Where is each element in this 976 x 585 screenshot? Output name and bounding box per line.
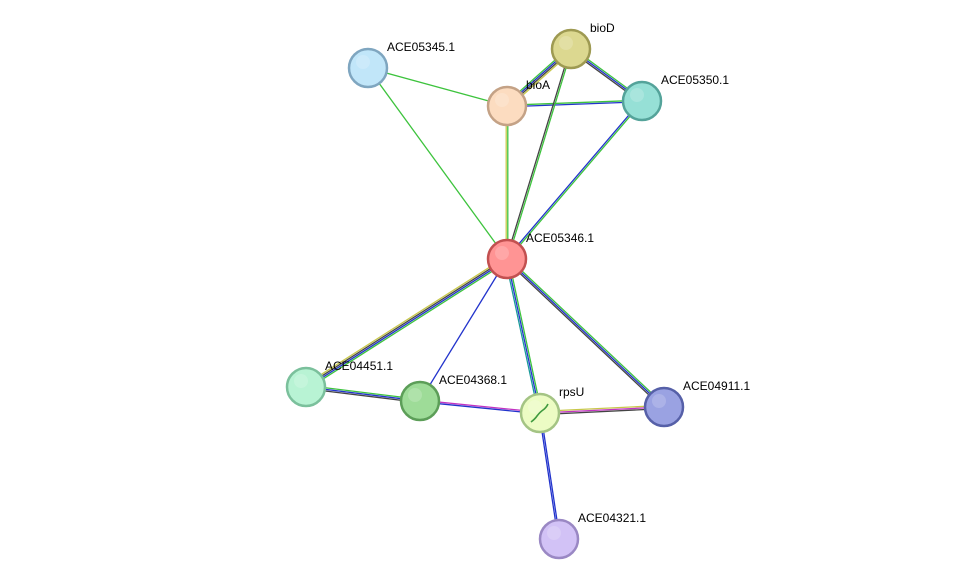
edge-ace05346-1-ace04451-1[interactable] xyxy=(304,256,509,390)
edge-evidence-line xyxy=(540,412,561,539)
edge-evidence-line xyxy=(506,258,541,414)
edge-evidence-line xyxy=(538,413,559,540)
edge-evidence-line xyxy=(539,406,665,414)
node-circle[interactable] xyxy=(538,518,580,560)
edge-evidence-line xyxy=(306,259,508,389)
edge-evidence-line xyxy=(507,257,666,407)
node-ace04451-1[interactable]: ACE04451.1 xyxy=(285,359,393,408)
edge-evidence-line xyxy=(506,99,642,106)
node-label: bioA xyxy=(526,78,550,92)
edge-evidence-line xyxy=(305,257,507,387)
node-circle[interactable] xyxy=(486,85,528,127)
edge-ace05345-1-bioa[interactable] xyxy=(367,67,508,107)
node-ace05350-1[interactable]: ACE05350.1 xyxy=(621,73,729,122)
node-label: ACE05350.1 xyxy=(661,73,729,87)
edge-evidence-line xyxy=(505,100,642,259)
node-label: ACE04451.1 xyxy=(325,359,393,373)
edge-evidence-line xyxy=(419,258,508,402)
protein-structure-icon xyxy=(530,403,549,423)
node-highlight xyxy=(630,88,644,102)
node-circle[interactable] xyxy=(285,366,327,408)
node-circle[interactable] xyxy=(399,380,441,422)
edge-evidence-line xyxy=(507,49,573,260)
edge-rpsu-ace04321-1[interactable] xyxy=(538,412,561,540)
node-rpsu[interactable]: rpsU xyxy=(519,385,584,434)
edge-evidence-line xyxy=(505,259,664,409)
node-label: ACE05346.1 xyxy=(526,231,594,245)
edge-rpsu-ace04911-1[interactable] xyxy=(539,404,665,416)
edge-evidence-line xyxy=(306,260,509,390)
node-ace04368-1[interactable]: ACE04368.1 xyxy=(399,373,507,422)
node-ace04911-1[interactable]: ACE04911.1 xyxy=(643,379,750,428)
node-bioa[interactable]: bioA xyxy=(486,78,550,127)
edge-ace05346-1-ace04368-1[interactable] xyxy=(419,258,508,402)
edge-ace05345-1-ace05346-1[interactable] xyxy=(367,67,508,260)
edge-evidence-line xyxy=(539,404,664,413)
node-circle[interactable] xyxy=(621,80,663,122)
edge-bioa-ace05350-1[interactable] xyxy=(506,99,643,108)
node-label: ACE04321.1 xyxy=(578,511,646,525)
nodes-layer: ACE05346.1 ACE05345.1 bioA bioD ACE05350.1AC… xyxy=(285,21,750,560)
node-highlight xyxy=(294,374,308,388)
node-highlight xyxy=(547,526,561,540)
node-highlight xyxy=(356,55,370,69)
node-highlight xyxy=(408,388,422,402)
node-label: ACE04911.1 xyxy=(683,379,750,393)
edge-evidence-line xyxy=(507,258,543,413)
edge-evidence-line xyxy=(304,256,507,386)
node-circle[interactable] xyxy=(486,238,528,280)
node-highlight xyxy=(495,93,509,107)
node-ace04321-1[interactable]: ACE04321.1 xyxy=(538,511,646,560)
edge-evidence-line xyxy=(507,101,643,108)
edge-evidence-line xyxy=(504,259,540,414)
node-circle[interactable] xyxy=(347,47,389,89)
node-highlight xyxy=(495,246,509,260)
edge-evidence-line xyxy=(540,407,665,416)
node-circle[interactable] xyxy=(643,386,685,428)
node-label: rpsU xyxy=(559,385,584,399)
edge-evidence-line xyxy=(367,67,508,107)
edge-biod-ace05346-1[interactable] xyxy=(505,48,573,260)
node-circle[interactable] xyxy=(550,28,592,70)
node-highlight xyxy=(559,36,573,50)
edge-ace05346-1-rpsu[interactable] xyxy=(504,258,543,414)
edge-ace05346-1-ace04911-1[interactable] xyxy=(505,257,666,409)
node-ace05346-1[interactable]: ACE05346.1 xyxy=(486,231,594,280)
edges-layer xyxy=(304,46,666,540)
edge-evidence-line xyxy=(506,258,665,408)
edge-evidence-line xyxy=(367,67,508,260)
edge-bioa-ace05346-1[interactable] xyxy=(505,106,509,259)
node-highlight xyxy=(652,394,666,408)
edge-evidence-line xyxy=(507,101,644,260)
node-label: bioD xyxy=(590,21,615,35)
node-label: ACE04368.1 xyxy=(439,373,507,387)
node-highlight xyxy=(528,400,542,414)
node-label: ACE05345.1 xyxy=(387,40,455,54)
edge-ace05350-1-ace05346-1[interactable] xyxy=(505,100,644,260)
edge-evidence-line xyxy=(505,48,571,259)
node-ace05345-1[interactable]: ACE05345.1 xyxy=(347,40,455,89)
node-biod[interactable]: bioD xyxy=(550,21,615,70)
